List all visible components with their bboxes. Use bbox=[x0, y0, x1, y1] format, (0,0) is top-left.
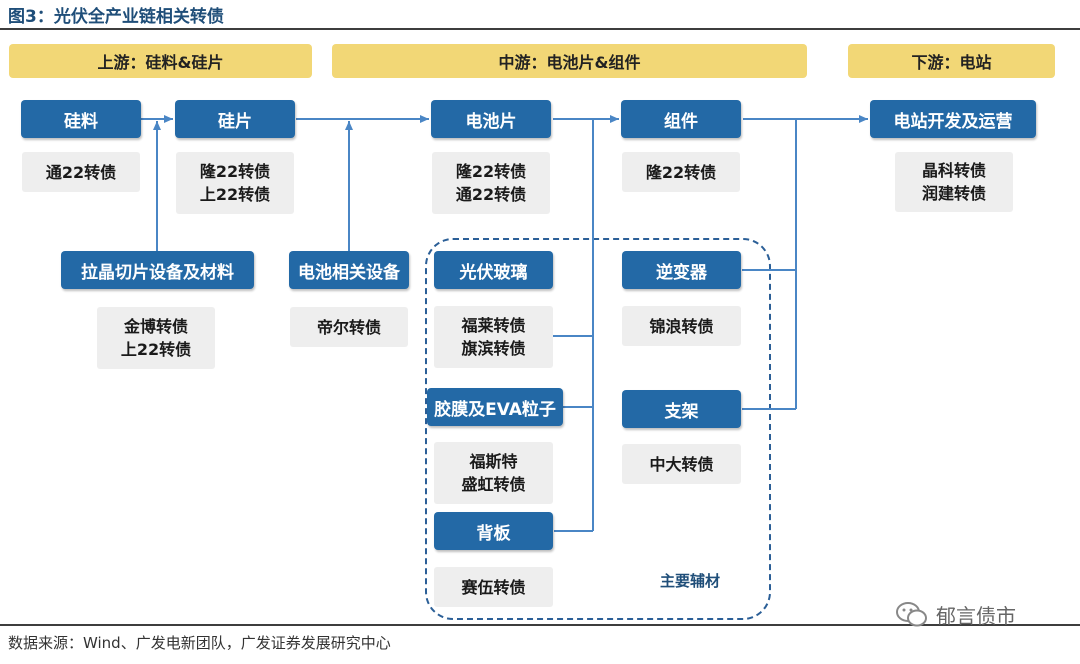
bond-item: 帝尔转债 bbox=[316, 317, 381, 337]
node-backsheet: 背板 bbox=[434, 512, 553, 550]
node-cell-equipment: 电池相关设备 bbox=[289, 251, 409, 289]
node-bracket: 支架 bbox=[622, 390, 741, 428]
bond-item: 上22转债 bbox=[120, 340, 192, 359]
bond-list-cell: 隆22转债 通22转债 bbox=[432, 152, 550, 214]
bond-item: 通22转债 bbox=[455, 185, 527, 204]
auxiliary-materials-label: 主要辅材 bbox=[660, 572, 721, 590]
bond-list-module: 隆22转债 bbox=[622, 152, 740, 192]
bond-list-cell-equipment: 帝尔转债 bbox=[290, 307, 408, 347]
bond-item: 隆22转债 bbox=[645, 162, 717, 182]
node-wafer: 硅片 bbox=[175, 100, 295, 138]
bond-list-backsheet: 赛伍转债 bbox=[434, 567, 553, 607]
figure-source: 数据来源：Wind、广发电新团队，广发证券发展研究中心 bbox=[8, 634, 391, 652]
bond-item: 隆22转债 bbox=[455, 162, 527, 181]
bond-list-film-eva: 福斯特 盛虹转债 bbox=[434, 442, 553, 504]
bond-item: 金博转债 bbox=[123, 317, 188, 336]
node-module: 组件 bbox=[621, 100, 741, 138]
bond-item: 通22转债 bbox=[45, 162, 117, 182]
watermark: 郁言债市 bbox=[896, 600, 1016, 629]
node-pv-glass: 光伏玻璃 bbox=[434, 251, 553, 289]
bond-item: 福莱转债 bbox=[461, 316, 526, 335]
bottom-divider bbox=[0, 624, 1080, 626]
bond-list-inverter: 锦浪转债 bbox=[622, 306, 741, 346]
bond-item: 锦浪转债 bbox=[649, 316, 714, 336]
stage-midstream: 中游：电池片&组件 bbox=[332, 44, 807, 78]
bond-list-power-station: 晶科转债 润建转债 bbox=[895, 152, 1013, 212]
bond-item: 赛伍转债 bbox=[461, 577, 526, 597]
bond-item: 晶科转债 bbox=[921, 161, 986, 180]
node-cell: 电池片 bbox=[431, 100, 551, 138]
bond-item: 润建转债 bbox=[921, 184, 986, 203]
node-film-eva: 胶膜及EVA粒子 bbox=[427, 388, 563, 426]
top-divider bbox=[0, 28, 1080, 30]
stage-upstream: 上游：硅料&硅片 bbox=[9, 44, 312, 78]
auxiliary-materials-group bbox=[425, 238, 771, 620]
bond-item: 盛虹转债 bbox=[461, 475, 526, 494]
node-power-station: 电站开发及运营 bbox=[870, 100, 1036, 138]
bond-list-crystal-equipment: 金博转债 上22转债 bbox=[97, 307, 215, 369]
bond-list-bracket: 中大转债 bbox=[622, 444, 741, 484]
bond-list-silicon-material: 通22转债 bbox=[22, 152, 140, 192]
node-crystal-equipment: 拉晶切片设备及材料 bbox=[61, 251, 254, 289]
stage-downstream: 下游：电站 bbox=[848, 44, 1055, 78]
bond-item: 上22转债 bbox=[199, 185, 271, 204]
bond-item: 中大转债 bbox=[649, 454, 714, 474]
watermark-text: 郁言债市 bbox=[936, 604, 1016, 628]
node-silicon-material: 硅料 bbox=[21, 100, 141, 138]
node-inverter: 逆变器 bbox=[622, 251, 741, 289]
bond-list-wafer: 隆22转债 上22转债 bbox=[176, 152, 294, 214]
bond-list-pv-glass: 福莱转债 旗滨转债 bbox=[434, 306, 553, 368]
bond-item: 福斯特 bbox=[469, 452, 518, 471]
figure-title: 图3：光伏全产业链相关转债 bbox=[8, 7, 224, 27]
bond-item: 旗滨转债 bbox=[461, 339, 526, 358]
bond-item: 隆22转债 bbox=[199, 162, 271, 181]
wechat-icon bbox=[896, 601, 927, 626]
